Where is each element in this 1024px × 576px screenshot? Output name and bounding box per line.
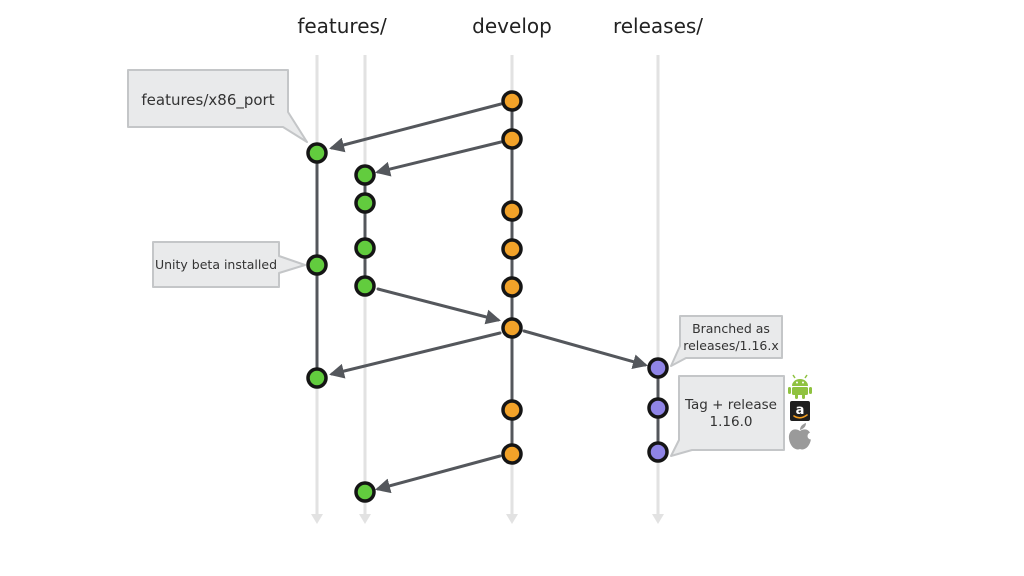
commit-node <box>647 397 669 419</box>
arrow-develop-to-feature-a-1 <box>329 102 503 153</box>
commit-node <box>501 399 523 421</box>
callout-unity-beta-text: Unity beta installed <box>155 257 277 272</box>
feature-commits <box>306 142 376 503</box>
column-title-features: features/ <box>297 14 387 38</box>
android-icon <box>788 374 812 399</box>
callout-feature-branch: features/x86_port <box>127 69 308 143</box>
callout-tag-line1: Tag + release <box>684 397 777 413</box>
callout-tag-line2: 1.16.0 <box>710 414 753 430</box>
commit-node <box>647 357 669 379</box>
commit-node <box>306 367 328 389</box>
callout-branched-line2: releases/1.16.x <box>683 338 779 353</box>
callout-tag-release: Tag + release 1.16.0 <box>670 375 785 457</box>
arrow-develop-to-feature-b-2 <box>375 454 502 494</box>
commit-node <box>501 128 523 150</box>
commit-node <box>501 317 523 339</box>
apple-icon <box>788 423 815 450</box>
svg-text:a: a <box>796 403 805 418</box>
commit-node <box>501 238 523 260</box>
commit-node <box>306 142 328 164</box>
commit-node <box>354 275 376 297</box>
commit-node <box>501 90 523 112</box>
callout-branched-as: Branched as releases/1.16.x <box>670 315 783 367</box>
release-commits <box>647 357 669 463</box>
callout-unity-beta: Unity beta installed <box>152 241 306 288</box>
commit-node <box>354 164 376 186</box>
column-title-develop: develop <box>472 14 552 38</box>
arrow-develop-to-feature-a-2 <box>329 331 502 379</box>
commit-node <box>501 200 523 222</box>
commit-node <box>306 254 328 276</box>
callout-feature-branch-text: features/x86_port <box>141 91 274 110</box>
commit-node <box>501 276 523 298</box>
commit-node <box>354 237 376 259</box>
amazon-icon: a <box>790 401 810 421</box>
commit-node <box>354 481 376 503</box>
branch-merge-arrows <box>329 102 648 494</box>
commit-node <box>501 443 523 465</box>
commit-node <box>354 192 376 214</box>
arrow-develop-to-feature-b-1 <box>375 140 503 177</box>
arrow-feature-b-to-develop <box>376 287 501 325</box>
arrow-develop-to-releases <box>522 329 648 369</box>
develop-commits <box>501 90 523 465</box>
commit-node <box>647 441 669 463</box>
commit-chain-lines <box>315 110 660 445</box>
column-title-releases: releases/ <box>613 14 703 38</box>
callout-branched-line1: Branched as <box>692 321 770 336</box>
